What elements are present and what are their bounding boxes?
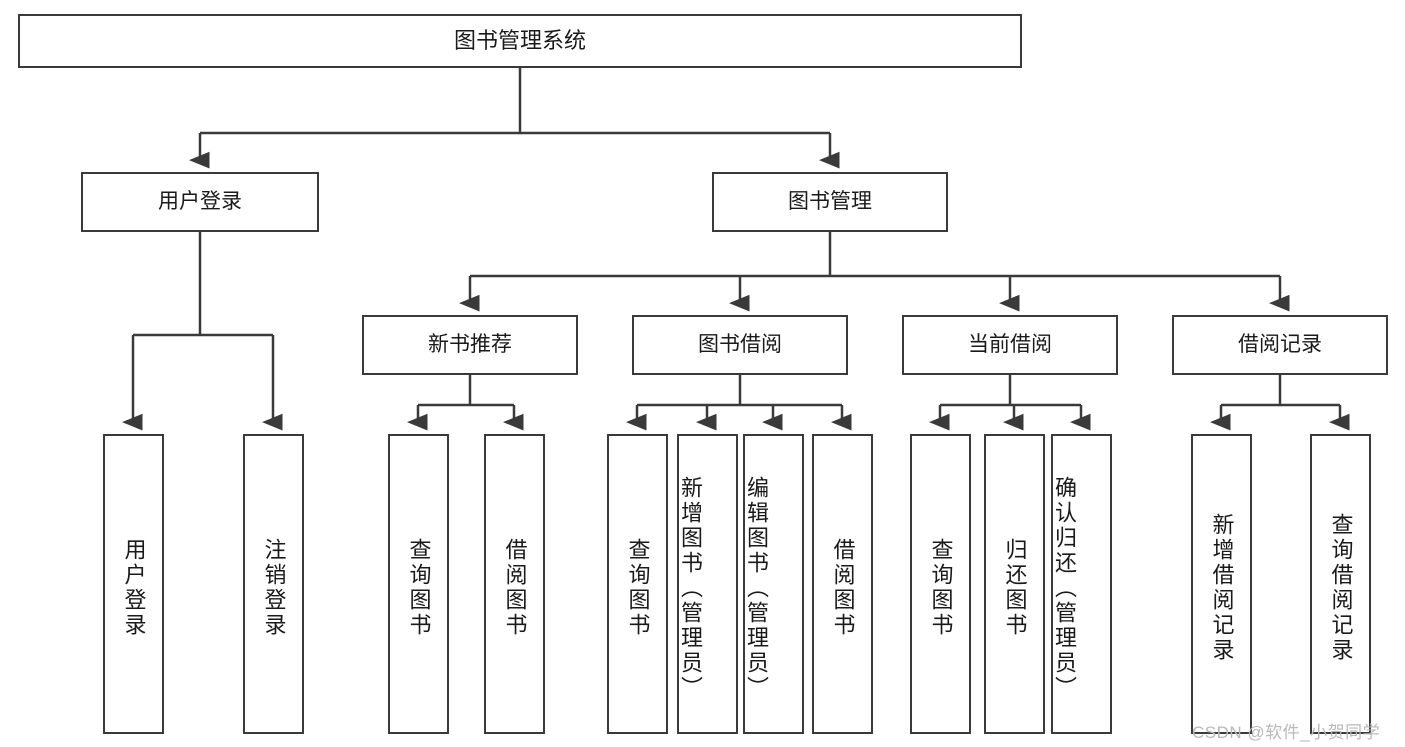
node-borrow-record-label: 借阅记录 bbox=[1238, 332, 1322, 356]
node-borrow-record[interactable]: 借阅记录 bbox=[1172, 315, 1388, 375]
node-leaf-add-borrow-record-label: 新增借阅记录 bbox=[1209, 513, 1235, 663]
node-user-login-label: 用户登录 bbox=[158, 189, 242, 213]
node-root[interactable]: 图书管理系统 bbox=[18, 14, 1022, 68]
node-book-borrow[interactable]: 图书借阅 bbox=[632, 315, 848, 375]
csdn-watermark-text: CSDN @软件_小贺同学 bbox=[1192, 723, 1381, 742]
node-leaf-borrow-book-1-label: 借阅图书 bbox=[502, 538, 528, 638]
node-leaf-return-book[interactable]: 归还图书 bbox=[984, 434, 1045, 734]
node-leaf-query-book-1-label: 查询图书 bbox=[406, 538, 432, 638]
node-new-book-recommend-label: 新书推荐 bbox=[428, 332, 512, 356]
node-leaf-query-book-3-label: 查询图书 bbox=[928, 538, 954, 638]
node-leaf-return-book-label: 归还图书 bbox=[1002, 538, 1028, 638]
node-book-management[interactable]: 图书管理 bbox=[712, 172, 948, 232]
node-leaf-borrow-book-2-label: 借阅图书 bbox=[830, 538, 856, 638]
node-leaf-add-borrow-record[interactable]: 新增借阅记录 bbox=[1191, 434, 1252, 734]
node-leaf-add-book-admin[interactable]: 新增图书（管理员） bbox=[677, 434, 738, 734]
node-leaf-query-borrow-record-label: 查询借阅记录 bbox=[1328, 513, 1354, 663]
node-leaf-user-login-label: 用户登录 bbox=[121, 538, 147, 638]
csdn-watermark: CSDN @软件_小贺同学 bbox=[1192, 718, 1380, 743]
node-leaf-user-login[interactable]: 用户登录 bbox=[103, 434, 164, 734]
node-leaf-borrow-book-2[interactable]: 借阅图书 bbox=[812, 434, 873, 734]
node-new-book-recommend[interactable]: 新书推荐 bbox=[362, 315, 578, 375]
node-leaf-query-book-3[interactable]: 查询图书 bbox=[910, 434, 971, 734]
node-leaf-add-book-admin-label: 新增图书（管理员） bbox=[678, 475, 703, 701]
node-leaf-edit-book-admin[interactable]: 编辑图书（管理员） bbox=[743, 434, 804, 734]
node-book-management-label: 图书管理 bbox=[788, 189, 872, 213]
node-leaf-borrow-book-1[interactable]: 借阅图书 bbox=[484, 434, 545, 734]
node-leaf-confirm-return-admin-label: 确认归还（管理员） bbox=[1052, 475, 1077, 701]
node-current-borrow-label: 当前借阅 bbox=[968, 332, 1052, 356]
node-leaf-query-borrow-record[interactable]: 查询借阅记录 bbox=[1310, 434, 1371, 734]
node-leaf-query-book-2-label: 查询图书 bbox=[625, 538, 651, 638]
node-leaf-query-book-2[interactable]: 查询图书 bbox=[607, 434, 668, 734]
node-leaf-logout-login[interactable]: 注销登录 bbox=[243, 434, 304, 734]
node-root-label: 图书管理系统 bbox=[453, 28, 586, 54]
node-book-borrow-label: 图书借阅 bbox=[698, 332, 782, 356]
node-leaf-logout-login-label: 注销登录 bbox=[261, 538, 287, 638]
node-user-login[interactable]: 用户登录 bbox=[81, 172, 319, 232]
node-leaf-query-book-1[interactable]: 查询图书 bbox=[388, 434, 449, 734]
node-current-borrow[interactable]: 当前借阅 bbox=[902, 315, 1118, 375]
node-leaf-confirm-return-admin[interactable]: 确认归还（管理员） bbox=[1051, 434, 1112, 734]
node-leaf-edit-book-admin-label: 编辑图书（管理员） bbox=[744, 475, 769, 701]
